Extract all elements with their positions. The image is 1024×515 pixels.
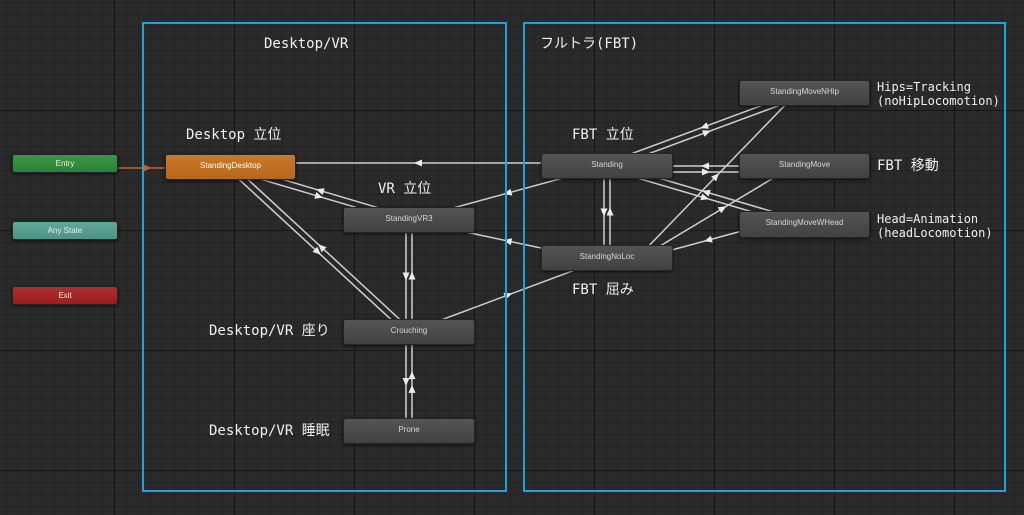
state-label: StandingDesktop: [200, 161, 261, 170]
state-node-exit[interactable]: Exit: [12, 286, 118, 305]
state-label: StandingMove: [778, 160, 831, 169]
transition-entry-to-standing-desktop[interactable]: [118, 164, 165, 172]
transition-standing-no-loc-to-standing-move[interactable]: [639, 167, 791, 259]
state-label: StandingMoveNHip: [770, 87, 839, 96]
state-node-standing-move-nhip[interactable]: StandingMoveNHip: [739, 80, 870, 106]
group-title-desktop-vr: Desktop/VR: [264, 36, 349, 52]
state-node-crouching[interactable]: Crouching: [343, 319, 475, 345]
transition-arrow: [702, 130, 711, 137]
transition-arrow: [717, 206, 727, 214]
state-node-standing-desktop[interactable]: StandingDesktop: [165, 154, 296, 180]
state-node-standing-no-loc[interactable]: StandingNoLoc: [541, 245, 673, 271]
annotation-head-param: (headLocomotion): [877, 226, 993, 240]
transition-arrow: [408, 271, 416, 280]
annotation-head-mode: Head=Animation: [877, 212, 979, 226]
transition-crouching-to-standing-vr3[interactable]: [408, 220, 416, 332]
transition-standing-vr3-to-crouching[interactable]: [402, 220, 410, 332]
state-node-standing[interactable]: Standing: [541, 153, 673, 179]
transition-arrow: [704, 235, 713, 243]
transition-line[interactable]: [639, 167, 791, 259]
annotation-desktop-standing: Desktop 立位: [186, 127, 282, 143]
transition-arrow: [711, 173, 720, 182]
transition-crouching-to-prone[interactable]: [402, 332, 410, 431]
transition-arrow: [700, 122, 709, 129]
transition-arrow: [503, 238, 513, 246]
transition-arrow: [702, 189, 711, 197]
state-label: Prone: [398, 425, 420, 434]
transition-arrow: [314, 192, 323, 199]
transition-arrow: [318, 244, 327, 253]
transition-arrow: [700, 193, 709, 201]
transition-arrow: [408, 371, 416, 380]
state-node-any-state[interactable]: Any State: [12, 221, 118, 240]
transition-arrow: [143, 164, 152, 172]
state-node-prone[interactable]: Prone: [343, 418, 475, 444]
transition-arrow: [408, 384, 416, 393]
transition-arrow: [316, 188, 325, 195]
transition-arrow: [701, 162, 709, 170]
annotation-desktop-vr-sleeping: Desktop/VR 睡眠: [209, 423, 330, 439]
annotation-fbt-moving: FBT 移動: [877, 158, 939, 174]
annotation-fbt-standing: FBT 立位: [572, 127, 634, 143]
transition-standing-desktop-to-crouching[interactable]: [227, 168, 408, 335]
state-label: StandingVR3: [385, 214, 433, 223]
annotation-desktop-vr-sitting: Desktop/VR 座り: [209, 323, 330, 339]
transition-arrow: [600, 208, 608, 217]
state-node-standing-move-whead[interactable]: StandingMoveWHead: [739, 211, 870, 238]
group-title-fbt: フルトラ(FBT): [540, 36, 639, 52]
state-node-entry[interactable]: Entry: [12, 154, 118, 173]
annotation-fbt-crouching: FBT 屈み: [572, 282, 634, 298]
annotation-hips-mode: Hips=Tracking: [877, 80, 971, 94]
annotation-hips-param: (noHipLocomotion): [877, 94, 1000, 108]
state-label: StandingMoveWHead: [765, 218, 844, 227]
transition-arrow: [402, 272, 410, 281]
transition-standing-no-loc-to-standing-move-nhip[interactable]: [639, 97, 793, 256]
transition-arrow: [606, 207, 614, 216]
transition-standing-no-loc-to-standing[interactable]: [606, 166, 614, 258]
state-label: Exit: [58, 291, 72, 300]
transition-prone-to-crouching[interactable]: [408, 332, 416, 431]
state-label: StandingNoLoc: [579, 252, 635, 261]
transition-arrow: [402, 378, 410, 386]
transition-crouching-to-standing-desktop[interactable]: [231, 164, 412, 331]
transition-arrow: [503, 292, 513, 300]
state-label: Entry: [55, 159, 75, 168]
state-label: Any State: [47, 226, 83, 235]
state-node-standing-vr3[interactable]: StandingVR3: [343, 207, 475, 233]
transition-arrow: [702, 168, 710, 176]
state-label: Crouching: [390, 326, 428, 335]
state-label: Standing: [591, 160, 623, 169]
transition-arrow: [312, 246, 321, 255]
state-node-standing-move[interactable]: StandingMove: [739, 153, 870, 179]
annotation-vr-standing: VR 立位: [378, 181, 432, 197]
transition-arrow: [414, 159, 422, 167]
transition-standing-to-standing-no-loc[interactable]: [600, 166, 608, 258]
